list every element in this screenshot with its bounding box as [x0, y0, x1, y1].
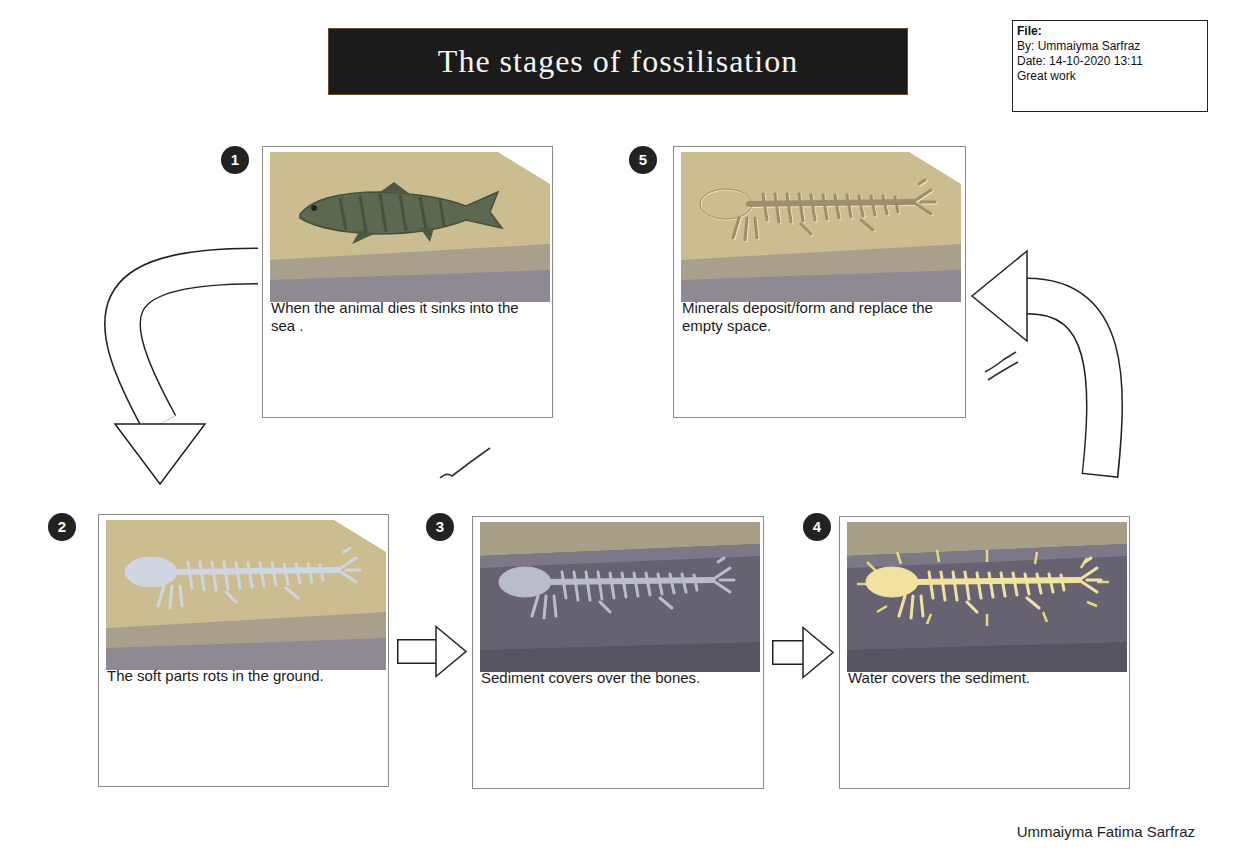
- stage-panel: The soft parts rots in the ground.: [98, 514, 389, 787]
- connector-arrow: [972, 251, 1104, 476]
- stage-panel: When the animal dies it sinks into the s…: [262, 146, 553, 418]
- stage-caption: Sediment covers over the bones.: [481, 669, 755, 687]
- arrow-outline: [772, 640, 803, 665]
- file-info-line: Great work: [1017, 69, 1203, 84]
- file-info-line: By: Ummaiyma Sarfraz: [1017, 39, 1203, 54]
- arrow-head: [436, 627, 466, 677]
- scene-skeleton: [106, 520, 386, 670]
- scene-fossil: [681, 152, 961, 302]
- arrow-outline: [1027, 296, 1104, 476]
- author-name: Ummaiyma Fatima Sarfraz: [1017, 823, 1195, 840]
- title-banner: The stages of fossilisation: [328, 28, 908, 95]
- stage-caption: Minerals deposit/form and replace the em…: [682, 299, 957, 335]
- callout-number: 3: [426, 513, 454, 541]
- stage-panel: Water covers the sediment.: [839, 516, 1130, 789]
- connector-arrow: [772, 628, 833, 678]
- arrow-head: [972, 251, 1027, 341]
- scene-fish: [270, 152, 550, 302]
- stage-panel: Minerals deposit/form and replace the em…: [673, 146, 966, 418]
- file-info-box: File:By: Ummaiyma SarfrazDate: 14-10-202…: [1012, 20, 1208, 112]
- stage-panel: Sediment covers over the bones.: [472, 516, 764, 789]
- arrow-fill: [774, 642, 804, 664]
- arrow-fill: [1027, 296, 1104, 475]
- file-info-line: File:: [1017, 24, 1203, 39]
- arrow-head: [115, 424, 205, 484]
- arrow-fill: [399, 641, 437, 663]
- stage-caption: The soft parts rots in the ground.: [107, 667, 380, 685]
- tick-mark: [985, 352, 1018, 380]
- callout-number: 5: [629, 146, 657, 174]
- stage-caption: Water covers the sediment.: [848, 669, 1121, 687]
- callout-number: 1: [221, 146, 249, 174]
- scene-sediment: [480, 522, 760, 672]
- connector-arrow: [115, 266, 260, 484]
- scene-minerals: [847, 522, 1127, 672]
- arrow-outline: [397, 639, 436, 664]
- callout-number: 2: [48, 513, 76, 541]
- arrow-fill: [123, 266, 260, 424]
- callout-number: 4: [803, 513, 831, 541]
- stage-caption: When the animal dies it sinks into the s…: [271, 299, 544, 335]
- connector-arrow: [397, 627, 466, 677]
- arrow-head: [803, 628, 833, 678]
- file-info-line: Date: 14-10-2020 13:11: [1017, 54, 1203, 69]
- tick-mark: [440, 448, 490, 478]
